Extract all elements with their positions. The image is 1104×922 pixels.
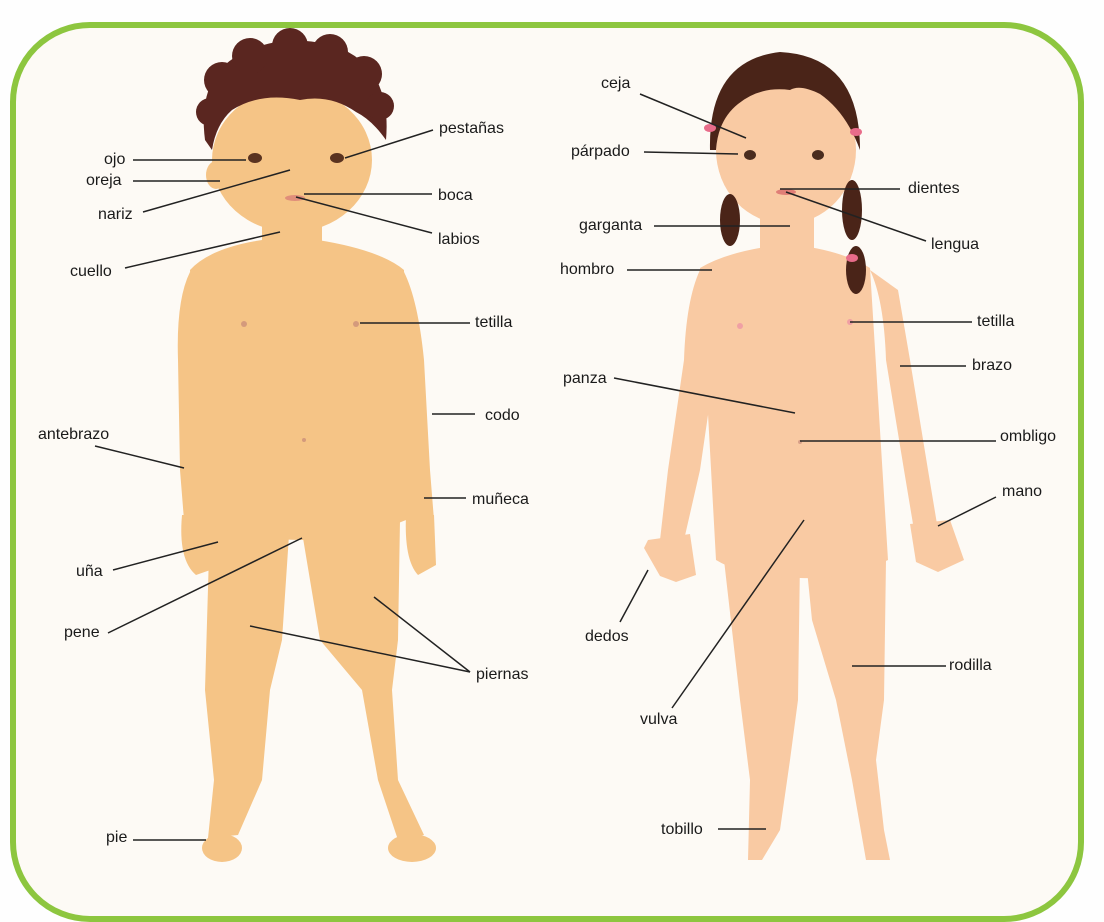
label-boca: boca xyxy=(438,187,473,205)
label-mano: mano xyxy=(1002,483,1042,501)
label-dedos: dedos xyxy=(585,628,629,646)
label-muneca: muñeca xyxy=(472,491,529,509)
label-tobillo: tobillo xyxy=(661,821,703,839)
label-antebrazo: antebrazo xyxy=(38,426,109,444)
label-vulva: vulva xyxy=(640,711,677,729)
boy-figure xyxy=(178,88,436,862)
label-pestanas: pestañas xyxy=(439,120,504,138)
label-rodilla: rodilla xyxy=(949,657,992,675)
label-hombro: hombro xyxy=(560,261,614,279)
label-brazo: brazo xyxy=(972,357,1012,375)
label-cuello: cuello xyxy=(70,263,112,281)
label-ceja: ceja xyxy=(601,75,630,93)
label-pene: pene xyxy=(64,624,100,642)
illustration xyxy=(0,0,1104,876)
label-tetilla-girl: tetilla xyxy=(977,313,1014,331)
label-ombligo: ombligo xyxy=(1000,428,1056,446)
label-tetilla-boy: tetilla xyxy=(475,314,512,332)
label-lengua: lengua xyxy=(931,236,979,254)
label-pie: pie xyxy=(106,829,127,847)
label-codo: codo xyxy=(485,407,520,425)
label-labios: labios xyxy=(438,231,480,249)
label-oreja: oreja xyxy=(86,172,122,190)
label-ojo: ojo xyxy=(104,151,125,169)
label-dientes: dientes xyxy=(908,180,960,198)
label-garganta: garganta xyxy=(579,217,642,235)
label-piernas: piernas xyxy=(476,666,528,684)
label-parpado: párpado xyxy=(571,143,630,161)
diagram-stage: ojo oreja nariz cuello pestañas boca lab… xyxy=(0,0,1104,876)
label-una: uña xyxy=(76,563,103,581)
label-panza: panza xyxy=(563,370,607,388)
label-nariz: nariz xyxy=(98,206,133,224)
